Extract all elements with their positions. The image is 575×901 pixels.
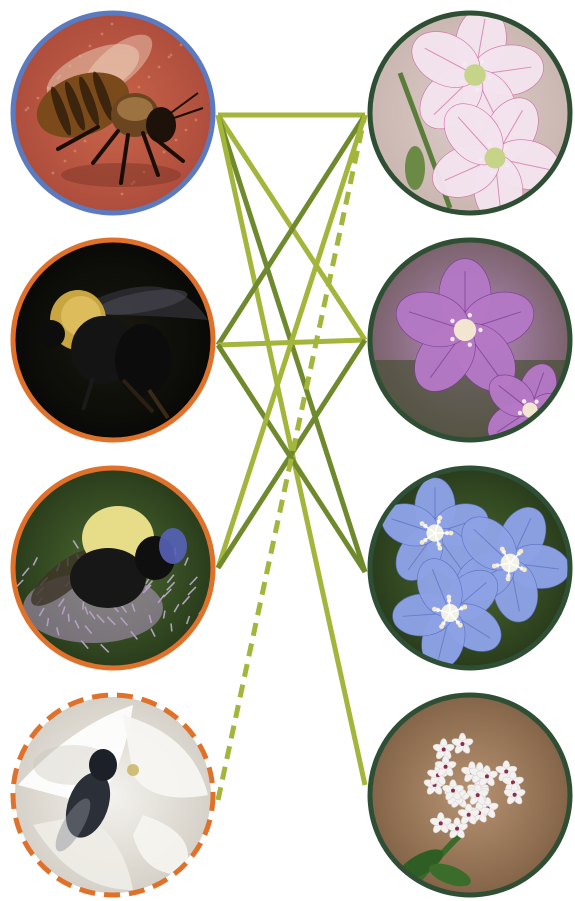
solitary-bee-node (13, 695, 213, 895)
wild-geranium-node (370, 240, 575, 461)
bumble-bee-on-flower-node (13, 468, 213, 668)
spring-beauty-node (370, 3, 570, 227)
harbinger-of-spring-node (370, 695, 570, 895)
jacobs-ladder-node (370, 468, 572, 674)
bumble-bee-black-node (13, 240, 213, 440)
honey-bee-node (13, 13, 213, 213)
white-pink-flower-photo (370, 3, 570, 227)
interaction-links (218, 115, 365, 800)
